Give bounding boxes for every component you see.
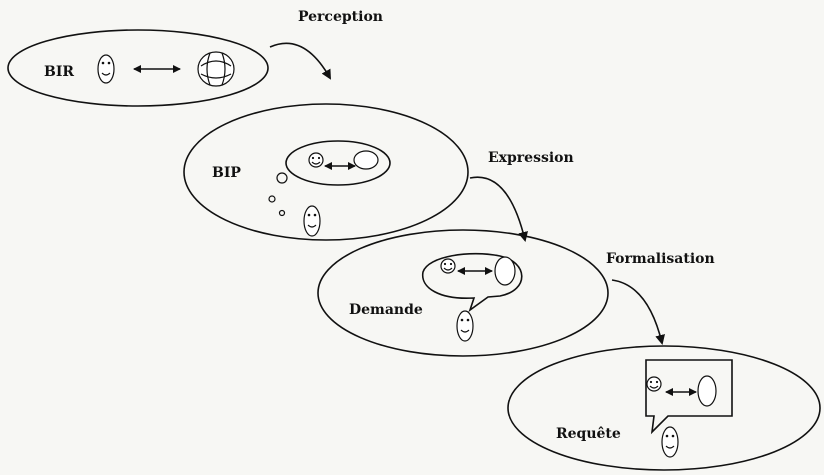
perception-label: Perception: [298, 9, 383, 25]
person-icon: [303, 205, 321, 237]
smiley-icon: [646, 376, 662, 392]
stage-requete: Requête: [507, 345, 821, 471]
stage-demande: Demande: [317, 229, 609, 357]
bir-ellipse: [7, 29, 269, 107]
bip-label: BIP: [212, 165, 241, 181]
demande-ellipse: [317, 229, 609, 357]
bir-label: BIR: [44, 64, 74, 80]
stage-bir: BIR: [7, 29, 269, 107]
thought-bubble-icon: [268, 195, 276, 203]
formalisation-label: Formalisation: [606, 251, 715, 267]
world-object-icon: [197, 51, 235, 87]
stage-bip: BIP: [183, 103, 469, 241]
bip-ellipse: [183, 103, 469, 241]
object-icon: [353, 150, 379, 170]
expression-transition: Expression: [469, 150, 574, 242]
smiley-icon: [440, 258, 456, 274]
speech-bubble-icon: [422, 252, 523, 313]
object-icon: [494, 256, 516, 286]
formalisation-arrow-icon: [611, 279, 665, 345]
bip-thought-ellipse: [285, 140, 391, 186]
expression-label: Expression: [488, 150, 574, 166]
person-icon: [456, 310, 474, 342]
requete-label: Requête: [556, 426, 621, 442]
person-icon: [661, 426, 679, 458]
person-icon: [97, 54, 115, 84]
thought-bubble-icon: [276, 172, 288, 184]
expression-arrow-icon: [469, 176, 528, 242]
object-icon: [697, 375, 717, 407]
demande-label: Demande: [349, 302, 423, 318]
requete-ellipse: [507, 345, 821, 471]
formalisation-transition: Formalisation: [606, 251, 715, 345]
formal-query-box-icon: [645, 359, 733, 435]
thought-bubble-icon: [278, 209, 286, 217]
perception-transition: Perception: [269, 9, 383, 80]
smiley-icon: [308, 152, 324, 168]
perception-arrow-icon: [269, 42, 331, 80]
